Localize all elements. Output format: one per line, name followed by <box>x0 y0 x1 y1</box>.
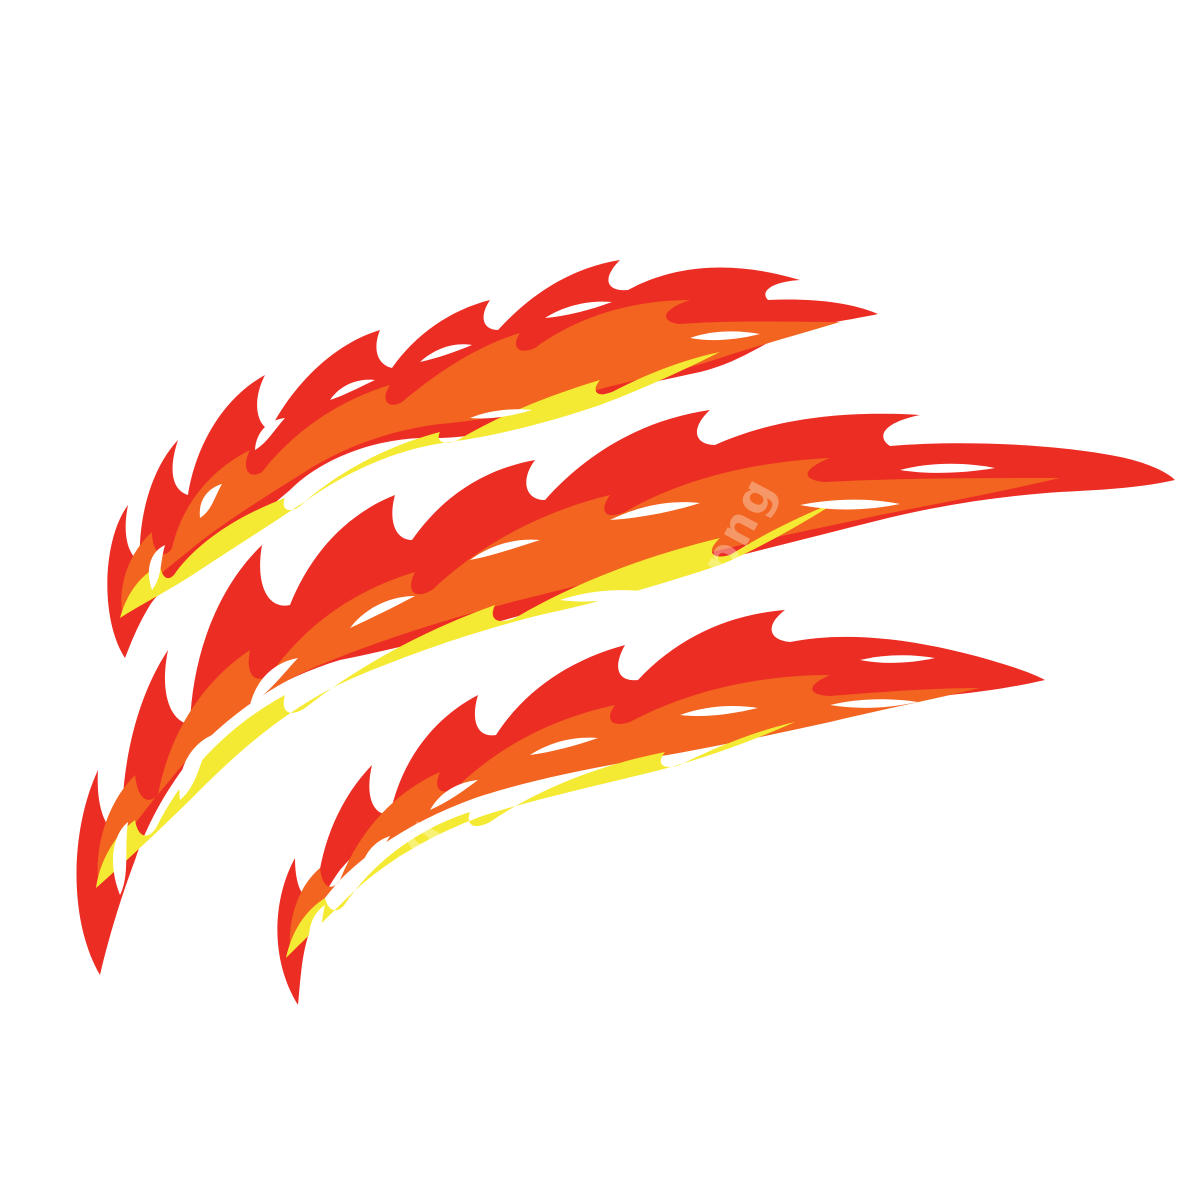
flame-highlights <box>113 301 995 960</box>
top-flame <box>107 260 878 658</box>
middle-flame-yellow <box>96 500 840 888</box>
middle-flame <box>76 410 1175 975</box>
middle-flame-outer <box>76 410 1175 975</box>
middle-flame-orange <box>97 458 1060 880</box>
top-flame-yellow <box>120 352 720 618</box>
bottom-flame <box>277 610 1045 1005</box>
top-flame-orange <box>121 300 840 612</box>
